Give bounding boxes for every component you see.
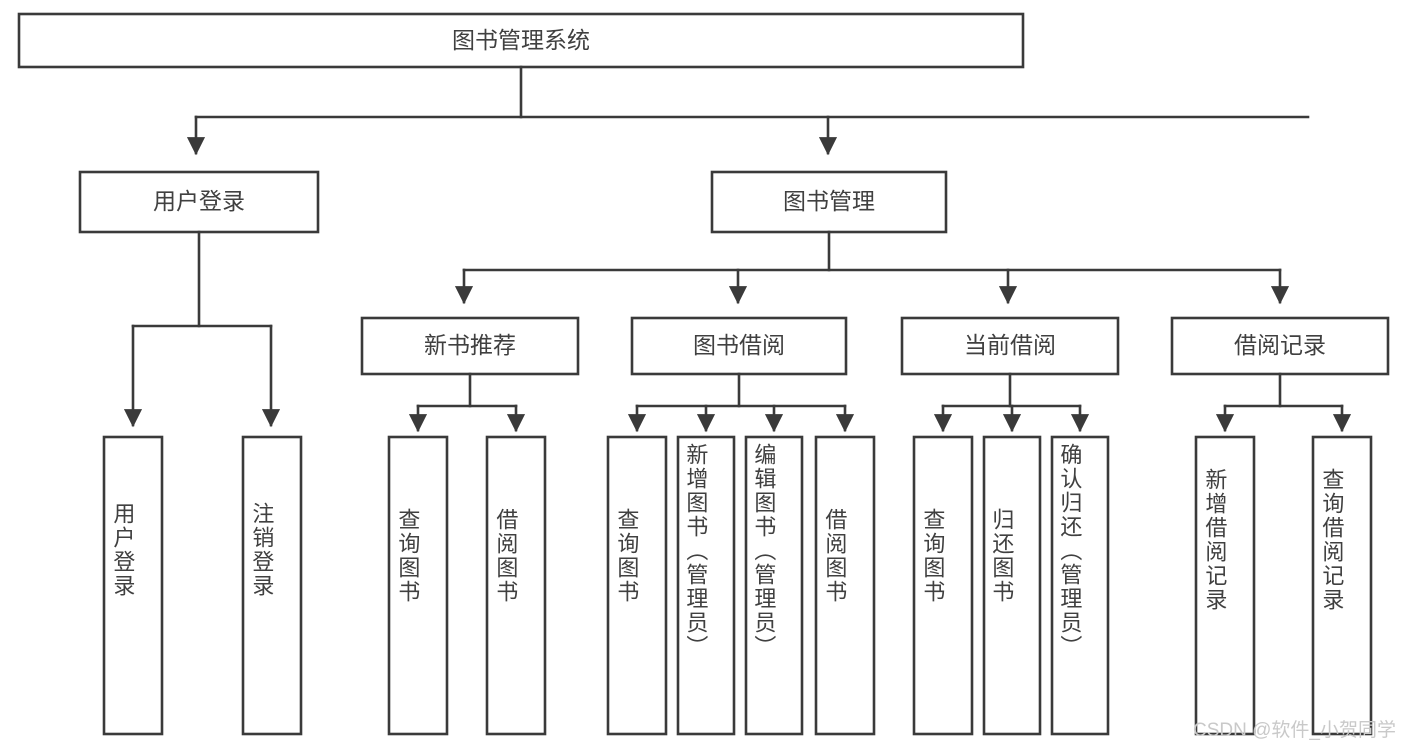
- connector-new-book-recommend-to-leaves: [408, 372, 526, 433]
- leaf-box-record-add-record[interactable]: [1194, 435, 1256, 736]
- node-root-box[interactable]: [17, 12, 1025, 69]
- node-user-login[interactable]: 用户登录: [78, 170, 320, 234]
- node-new-book-recommend[interactable]: 新书推荐: [360, 316, 580, 376]
- connector-root-to-level2: [186, 65, 1310, 156]
- connector-current-borrow-to-leaves: [933, 372, 1090, 433]
- leaf-box-borrow-edit-book[interactable]: [744, 435, 804, 736]
- connector-user-login-to-leaves: [123, 230, 281, 428]
- csdn-watermark: CSDN @软件_小贺同学: [1193, 720, 1396, 741]
- leaf-box-borrow-add-book[interactable]: [676, 435, 736, 736]
- node-book-management[interactable]: 图书管理: [710, 170, 948, 234]
- leaf-box-user-login-logout[interactable]: [241, 435, 303, 736]
- node-book-borrow[interactable]: 图书借阅: [630, 316, 848, 376]
- leaf-box-user-login-login[interactable]: [102, 435, 164, 736]
- connector-borrow-record-to-leaves: [1215, 372, 1352, 433]
- node-root-label: 图书管理系统: [452, 27, 590, 53]
- node-user-login-label: 用户登录: [153, 188, 245, 214]
- leaf-box-borrow-query-book[interactable]: [606, 435, 668, 736]
- node-current-borrow-label: 当前借阅: [964, 332, 1056, 358]
- leaf-box-recommend-query-book[interactable]: [387, 435, 449, 736]
- leaf-box-current-confirm-return[interactable]: [1050, 435, 1110, 736]
- leaf-box-current-return-book[interactable]: [982, 435, 1042, 736]
- node-current-borrow-box[interactable]: [900, 316, 1120, 376]
- leaf-box-borrow-borrow-book[interactable]: [814, 435, 876, 736]
- node-book-management-label: 图书管理: [783, 188, 875, 214]
- node-borrow-record-label: 借阅记录: [1234, 332, 1326, 358]
- node-book-borrow-label: 图书借阅: [693, 332, 785, 358]
- leaf-box-record-query-record[interactable]: [1311, 435, 1373, 736]
- node-current-borrow[interactable]: 当前借阅: [900, 316, 1120, 376]
- node-user-login-box[interactable]: [78, 170, 320, 234]
- node-new-book-recommend-box[interactable]: [360, 316, 580, 376]
- node-root[interactable]: 图书管理系统: [17, 12, 1025, 69]
- connector-book-borrow-to-leaves: [627, 372, 855, 433]
- node-borrow-record[interactable]: 借阅记录: [1170, 316, 1390, 376]
- leaf-box-current-query-book[interactable]: [912, 435, 974, 736]
- node-new-book-recommend-label: 新书推荐: [424, 332, 516, 358]
- connector-book-management-to-level3: [454, 230, 1290, 305]
- leaf-box-recommend-borrow-book[interactable]: [485, 435, 547, 736]
